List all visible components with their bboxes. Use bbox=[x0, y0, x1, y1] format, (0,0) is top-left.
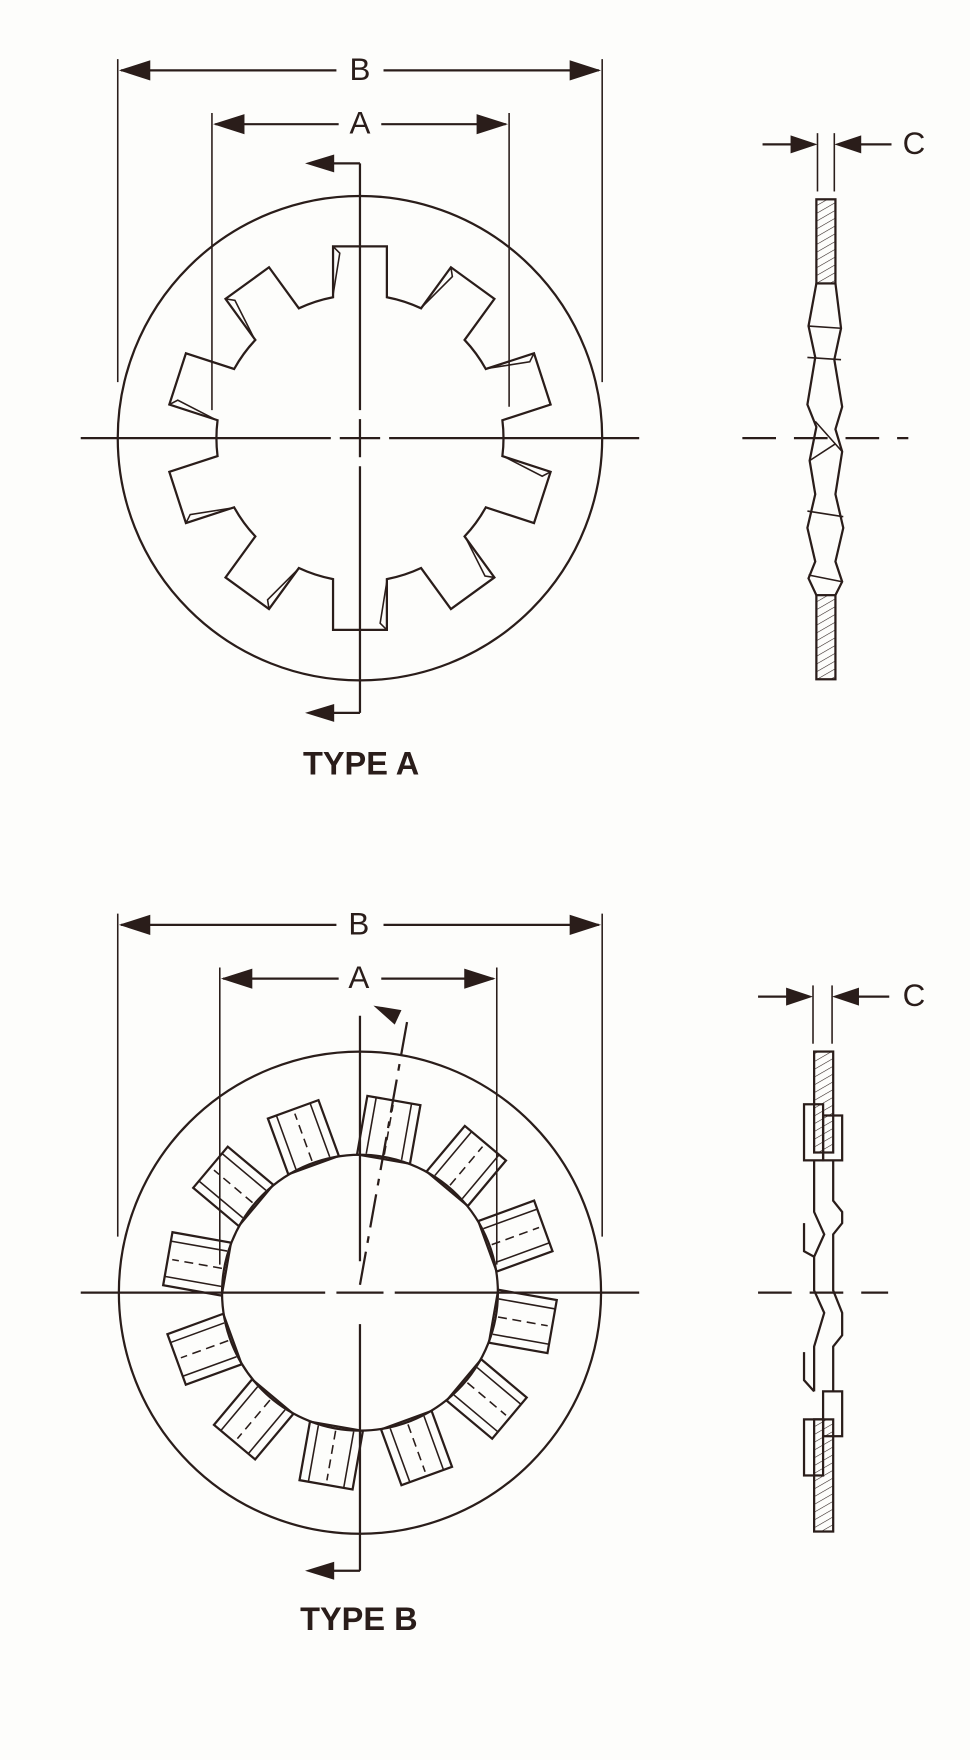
tooth-twist bbox=[225, 298, 255, 339]
dimension-label-a: A bbox=[349, 106, 370, 141]
locking-tab bbox=[191, 1145, 275, 1228]
dimension-label-c: C bbox=[903, 978, 926, 1013]
tooth-twist bbox=[185, 507, 233, 524]
type-b-title: TYPE B bbox=[300, 1601, 417, 1637]
dimension-label-b: B bbox=[349, 52, 370, 87]
locking-tab bbox=[298, 1420, 365, 1491]
locking-tab bbox=[445, 1357, 529, 1441]
locking-tab bbox=[161, 1230, 233, 1297]
tooth-twist bbox=[487, 352, 535, 370]
tooth-twist bbox=[266, 569, 299, 610]
type-a-front-view: B A TYPE A bbox=[80, 52, 640, 782]
locking-tab bbox=[266, 1098, 341, 1176]
tooth-twist bbox=[421, 267, 454, 308]
dimension-label-c: C bbox=[903, 126, 926, 161]
tooth-twist bbox=[465, 537, 495, 579]
type-a-title: TYPE A bbox=[303, 746, 419, 782]
locking-tab bbox=[212, 1377, 295, 1462]
locking-tab bbox=[476, 1199, 554, 1274]
tooth-twist bbox=[168, 399, 216, 421]
external-tabs bbox=[161, 1094, 559, 1491]
locking-tab bbox=[487, 1288, 559, 1355]
section-line bbox=[305, 1005, 410, 1580]
internal-tooth-outline bbox=[167, 245, 553, 632]
type-b-side-view: C bbox=[758, 978, 926, 1533]
locking-tab bbox=[379, 1409, 454, 1487]
type-b-front-view: B A TYPE B bbox=[80, 906, 640, 1637]
tooth-twist bbox=[504, 456, 551, 478]
dimension-label-a: A bbox=[348, 960, 369, 995]
locking-tab bbox=[424, 1124, 508, 1208]
tooth-twist bbox=[379, 581, 388, 631]
dimension-label-b: B bbox=[348, 906, 369, 941]
section-line bbox=[305, 154, 362, 722]
tooth-twist bbox=[332, 245, 341, 296]
dimension-a: A bbox=[213, 106, 508, 141]
dimension-a: A bbox=[220, 960, 496, 995]
type-a-side-view: C bbox=[742, 126, 926, 681]
locking-tab bbox=[165, 1312, 244, 1387]
dimension-b: B bbox=[118, 52, 602, 87]
tooth-twist-marks bbox=[168, 245, 551, 631]
locking-tab bbox=[355, 1094, 422, 1166]
dimension-b: B bbox=[118, 906, 602, 941]
